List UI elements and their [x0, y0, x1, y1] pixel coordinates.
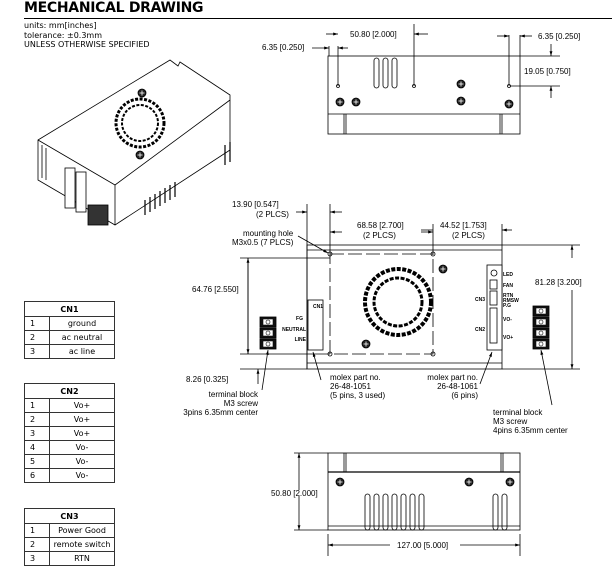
molex-right-title: molex part no. — [427, 373, 478, 382]
terminal-left-pins: 3pins 6.35mm center — [183, 408, 258, 417]
top-dim-hole-depth: 19.05 [0.750] — [524, 67, 571, 76]
pin-number: 1 — [24, 398, 50, 413]
pin-function: ac neutral — [49, 330, 115, 345]
terminal-right-title: terminal block — [493, 408, 543, 417]
molex-left-part: 26-48-1051 — [330, 382, 371, 391]
cn1-board-label: CN1 — [313, 304, 323, 310]
dim-13-90: 13.90 [0.547] — [232, 200, 279, 209]
cn2-table-title: CN2 — [24, 383, 115, 399]
rtn-label: RTN — [503, 293, 514, 299]
rmsw-label: RMSW — [503, 298, 519, 304]
terminal-left-screw: M3 screw — [224, 399, 258, 408]
front-fan-grill — [363, 267, 433, 337]
top-dim-left-edge: 6.35 [0.250] — [262, 43, 304, 52]
fan-label: FAN — [503, 283, 513, 289]
cn1-pin-line: LINE — [295, 337, 307, 343]
dim-44-52: 44.52 [1.753] — [440, 221, 487, 230]
molex-left-pins: (5 pins, 3 used) — [330, 391, 385, 400]
pin-function: RTN — [49, 551, 115, 566]
dim-13-90-note: (2 PLCS) — [256, 210, 289, 219]
molex-right-part: 26-48-1061 — [437, 382, 478, 391]
pin-number: 1 — [24, 316, 50, 331]
cn1-pin-neutral: NEUTRAL — [282, 327, 306, 333]
led-label: LED — [503, 272, 513, 278]
pin-function: Vo+ — [49, 412, 115, 427]
cn1-table-title: CN1 — [24, 301, 115, 317]
pin-function: Vo- — [49, 468, 115, 483]
pin-number: 3 — [24, 426, 50, 441]
side-dim-length: 127.00 [5.000] — [397, 541, 448, 550]
front-view — [240, 204, 580, 406]
iso-fan-grill — [114, 97, 166, 149]
vo-plus-label: VO+ — [503, 335, 513, 341]
pg-label: P.G — [503, 303, 511, 309]
cn1-pin-fg: FG — [296, 316, 303, 322]
pin-function: Vo- — [49, 440, 115, 455]
pin-number: 5 — [24, 454, 50, 469]
pin-number: 3 — [24, 344, 50, 359]
pin-number: 2 — [24, 537, 50, 552]
pin-function: Vo- — [49, 454, 115, 469]
dim-68-58: 68.58 [2.700] — [357, 221, 404, 230]
terminal-right-screw: M3 screw — [493, 417, 527, 426]
pin-function: ground — [49, 316, 115, 331]
cn2-board-label: CN2 — [475, 327, 485, 333]
pin-function: Power Good — [49, 523, 115, 538]
side-view — [294, 452, 521, 556]
top-dim-hole-spacing: 50.80 [2.000] — [350, 30, 397, 39]
side-dim-height: 50.80 [2.000] — [271, 489, 318, 498]
pin-number: 3 — [24, 551, 50, 566]
mounting-hole-label: mounting hole — [243, 229, 294, 238]
terminal-right-pins: 4pins 6.35mm center — [493, 426, 568, 435]
pin-number: 1 — [24, 523, 50, 538]
unless-note: UNLESS OTHERWISE SPECIFIED — [24, 40, 150, 49]
terminal-left-title: terminal block — [209, 390, 259, 399]
pin-function: ac line — [49, 344, 115, 359]
dim-81-28: 81.28 [3.200] — [535, 278, 582, 287]
molex-left-title: molex part no. — [330, 373, 381, 382]
top-view — [312, 24, 560, 135]
mounting-hole-spec: M3x0.5 (7 PLCS) — [232, 238, 294, 247]
cn3-board-label: CN3 — [475, 297, 485, 303]
molex-right-pins: (6 pins) — [451, 391, 478, 400]
cn3-table-title: CN3 — [24, 508, 115, 524]
vo-minus-label: VO- — [503, 317, 512, 323]
pin-function: Vo+ — [49, 426, 115, 441]
dim-64-76: 64.76 [2.550] — [192, 285, 239, 294]
pin-number: 6 — [24, 468, 50, 483]
top-dim-right-edge: 6.35 [0.250] — [538, 32, 580, 41]
dim-44-52-note: (2 PLCS) — [452, 231, 485, 240]
pin-number: 2 — [24, 412, 50, 427]
pin-function: remote switch — [49, 537, 115, 552]
pin-number: 2 — [24, 330, 50, 345]
page-title: MECHANICAL DRAWING — [24, 0, 204, 16]
dim-68-58-note: (2 PLCS) — [363, 231, 396, 240]
isometric-view — [37, 59, 231, 226]
pin-function: Vo+ — [49, 398, 115, 413]
title-divider — [24, 18, 612, 19]
dim-8-26: 8.26 [0.325] — [186, 375, 228, 384]
units-note: units: mm[inches] — [24, 21, 97, 30]
tolerance-note: tolerance: ±0.3mm — [24, 30, 103, 40]
pin-number: 4 — [24, 440, 50, 455]
drawing-notes: units: mm[inches] tolerance: ±0.3mm UNLE… — [24, 21, 150, 50]
